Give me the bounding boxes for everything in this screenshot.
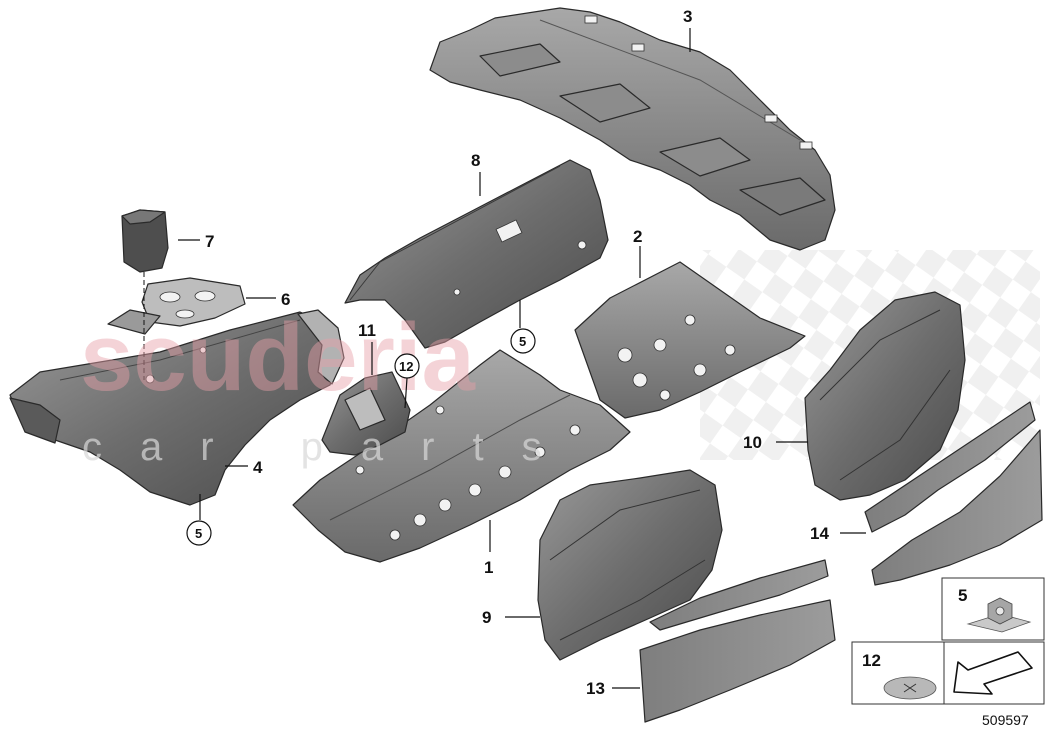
part-14-felt-strips — [864, 401, 1043, 586]
part-3-rear-heat-shield — [429, 7, 836, 251]
legend-item-5: 5 — [941, 577, 1045, 641]
callout-1: 1 — [484, 520, 493, 577]
svg-text:3: 3 — [683, 7, 692, 26]
svg-text:6: 6 — [281, 290, 290, 309]
watermark-subtext: car parts — [82, 425, 580, 469]
legend-arrow-box — [943, 641, 1045, 705]
part-8-tunnel-heat-shield — [344, 159, 609, 349]
callout-14: 14 — [810, 524, 866, 543]
part-4-left-heat-shield — [9, 309, 345, 506]
legend-item-12: 12 — [851, 641, 945, 705]
svg-text:1: 1 — [484, 558, 493, 577]
svg-text:14: 14 — [810, 524, 829, 543]
svg-text:10: 10 — [743, 433, 762, 452]
part-2-heat-shield-plate — [574, 261, 806, 419]
callout-4: 4 — [225, 458, 263, 477]
svg-text:5: 5 — [958, 586, 967, 605]
part-10-side-shield — [804, 291, 966, 501]
svg-text:5: 5 — [519, 334, 526, 349]
part-11-bracket — [321, 371, 411, 456]
callout-5-left: 5 — [186, 494, 212, 546]
callout-10: 10 — [743, 433, 808, 452]
svg-text:7: 7 — [205, 232, 214, 251]
part-1-floor-heat-shield — [292, 349, 631, 563]
callout-9: 9 — [482, 608, 540, 627]
svg-text:13: 13 — [586, 679, 605, 698]
callout-12: 12 — [394, 353, 420, 409]
part-7-cap — [121, 209, 169, 273]
svg-text:4: 4 — [253, 458, 263, 477]
callout-3: 3 — [683, 7, 692, 52]
callout-13: 13 — [586, 679, 640, 698]
svg-text:11: 11 — [358, 321, 376, 340]
svg-text:8: 8 — [471, 151, 480, 170]
svg-text:12: 12 — [399, 359, 413, 374]
svg-text:9: 9 — [482, 608, 491, 627]
callout-2: 2 — [633, 227, 642, 278]
part-6-plate — [107, 272, 246, 380]
callout-8: 8 — [471, 151, 481, 196]
diagram-reference-number: 509597 — [982, 712, 1029, 728]
callout-11: 11 — [358, 321, 376, 375]
callout-7: 7 — [178, 232, 214, 251]
part-13-felt-strips — [639, 559, 836, 723]
svg-text:12: 12 — [862, 651, 881, 670]
svg-text:2: 2 — [633, 227, 642, 246]
svg-text:5: 5 — [195, 526, 202, 541]
part-9-lower-shield — [537, 469, 723, 661]
callout-5-center: 5 — [510, 300, 536, 354]
callout-6: 6 — [246, 290, 290, 309]
arrow-icon — [953, 651, 1033, 695]
